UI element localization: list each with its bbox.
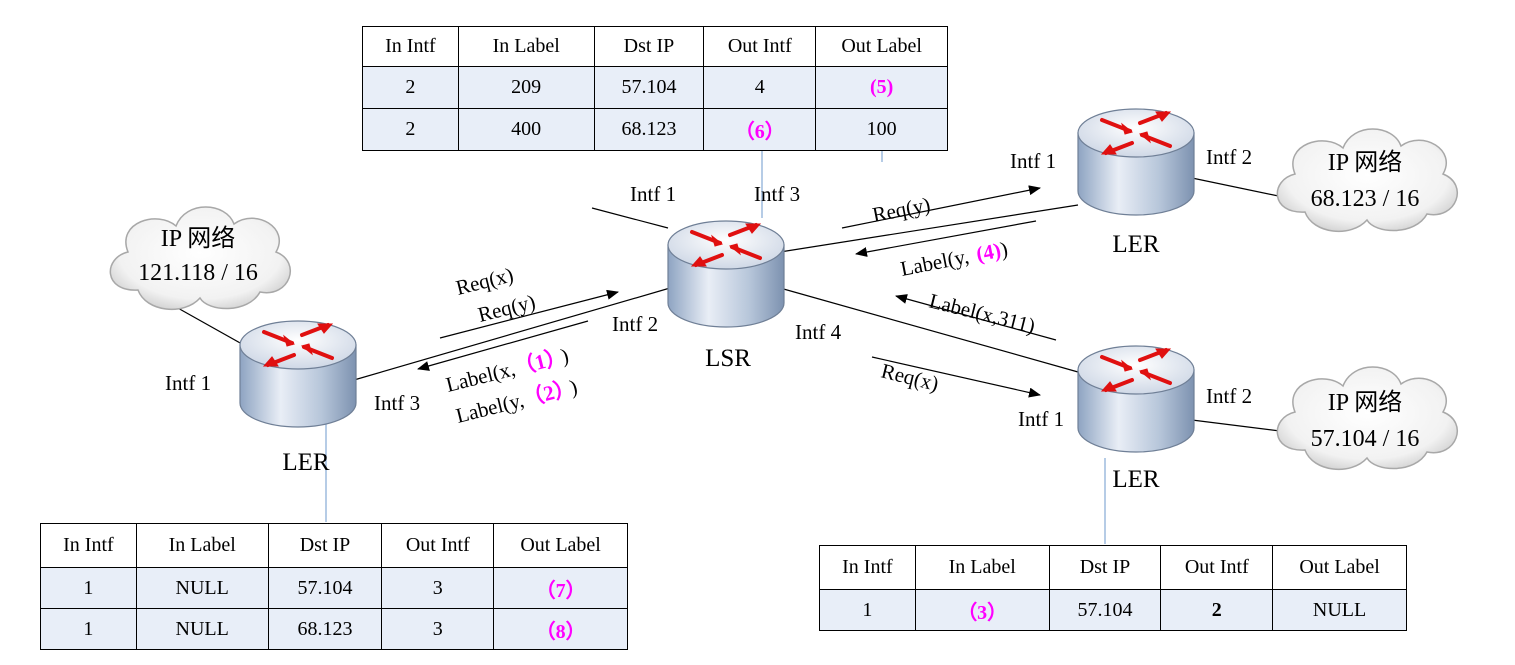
cell: （3） xyxy=(914,589,1050,631)
lsr-intf1-label: Intf 1 xyxy=(630,182,676,206)
router-left-ler xyxy=(238,319,358,429)
cloud-left-title: IP 网络 xyxy=(161,225,235,252)
cell: 2 xyxy=(362,66,459,109)
cloud-left-subnet: 121.118 / 16 xyxy=(138,260,258,286)
router-icon xyxy=(1076,107,1196,217)
msg-tr-req-y: Req(y) xyxy=(870,192,932,227)
lsr-label-table: In Intf In Label Dst IP Out Intf Out Lab… xyxy=(362,26,948,151)
router-bottom-right-name: LER xyxy=(1112,466,1160,493)
cell: （6） xyxy=(703,108,817,151)
header-cell: In Intf xyxy=(819,545,916,590)
table-row: 1 （3） 57.104 2 NULL xyxy=(819,589,1407,631)
header-cell: In Intf xyxy=(40,523,137,568)
br-intf1-label: Intf 1 xyxy=(1018,407,1064,431)
cell: 3 xyxy=(381,608,495,650)
cell: NULL xyxy=(135,567,269,609)
header-cell: Out Intf xyxy=(1160,545,1274,590)
cloud-left: IP 网络 121.118 / 16 xyxy=(109,206,292,311)
cell: 1 xyxy=(819,589,916,631)
cloud-top-right-title: IP 网络 xyxy=(1328,149,1402,176)
cell: 57.104 xyxy=(593,66,705,109)
left-intf1-label: Intf 1 xyxy=(165,371,211,395)
cell: 4 xyxy=(703,66,817,109)
header-cell: In Label xyxy=(457,26,595,67)
lsr-intf2-label: Intf 2 xyxy=(612,312,658,336)
router-center-name: LSR xyxy=(705,345,751,372)
cell: 2 xyxy=(1160,589,1274,631)
router-icon xyxy=(1076,344,1196,454)
cell: 3 xyxy=(381,567,495,609)
router-center-lsr xyxy=(666,219,786,329)
left-ler-label-table: In Intf In Label Dst IP Out Intf Out Lab… xyxy=(40,523,628,650)
router-left-name: LER xyxy=(282,449,330,476)
router-top-right-ler xyxy=(1076,107,1196,217)
message-arrows xyxy=(417,185,1057,398)
links xyxy=(175,177,1289,433)
header-cell: In Label xyxy=(914,545,1050,590)
cell: NULL xyxy=(135,608,269,650)
msg-br-label-x: Label(x,311) xyxy=(927,289,1038,338)
header-cell: In Label xyxy=(135,523,269,568)
cloud-bottom-right-subnet: 57.104 / 16 xyxy=(1311,426,1420,452)
table-row: 1 NULL 68.123 3 （8） xyxy=(40,608,628,650)
cloud-bottom-right: IP 网络 57.104 / 16 xyxy=(1276,366,1459,471)
cell: （7） xyxy=(493,567,628,609)
header-cell: In Intf xyxy=(362,26,459,67)
header-cell: Dst IP xyxy=(267,523,383,568)
tr-intf1-label: Intf 1 xyxy=(1010,149,1056,173)
tr-intf2-label: Intf 2 xyxy=(1206,145,1252,169)
cell: 1 xyxy=(40,567,137,609)
table-connectors xyxy=(325,150,1106,544)
cell: 57.104 xyxy=(1048,589,1162,631)
cloud-bottom-right-title: IP 网络 xyxy=(1328,389,1402,416)
header-cell: Out Label xyxy=(815,26,948,67)
table-row: 2 400 68.123 （6） 100 xyxy=(362,108,948,151)
cell: 1 xyxy=(40,608,137,650)
header-cell: Dst IP xyxy=(1048,545,1162,590)
header-cell: Out Label xyxy=(1272,545,1407,590)
br-intf2-label: Intf 2 xyxy=(1206,384,1252,408)
cell: 68.123 xyxy=(593,108,705,151)
msg-br-req-x: Req(x) xyxy=(879,359,941,396)
header-cell: Out Intf xyxy=(381,523,495,568)
left-intf3-label: Intf 3 xyxy=(374,391,420,415)
msg-left-req-x: Req(x) xyxy=(453,262,515,299)
router-icon xyxy=(238,319,358,429)
router-top-right-name: LER xyxy=(1112,231,1160,258)
table-row: 1 NULL 57.104 3 （7） xyxy=(40,567,628,609)
cell: （8） xyxy=(493,608,628,650)
cell: 57.104 xyxy=(267,567,383,609)
cloud-top-right-subnet: 68.123 / 16 xyxy=(1311,186,1420,212)
table-row: 2 209 57.104 4 (5) xyxy=(362,66,948,109)
cell: 100 xyxy=(815,108,948,151)
router-bottom-right-ler xyxy=(1076,344,1196,454)
lsr-intf4-label: Intf 4 xyxy=(795,320,842,344)
header-cell: Out Label xyxy=(493,523,628,568)
router-icon xyxy=(666,219,786,329)
lsr-intf3-label: Intf 3 xyxy=(754,182,800,206)
cell: (5) xyxy=(815,66,948,109)
header-cell: Dst IP xyxy=(593,26,705,67)
bottom-right-ler-label-table: In Intf In Label Dst IP Out Intf Out Lab… xyxy=(819,545,1407,631)
cell: 209 xyxy=(457,66,595,109)
cell: NULL xyxy=(1272,589,1407,631)
cell: 2 xyxy=(362,108,459,151)
cloud-top-right: IP 网络 68.123 / 16 xyxy=(1276,128,1459,233)
cell: 400 xyxy=(457,108,595,151)
cell: 68.123 xyxy=(267,608,383,650)
header-cell: Out Intf xyxy=(703,26,817,67)
